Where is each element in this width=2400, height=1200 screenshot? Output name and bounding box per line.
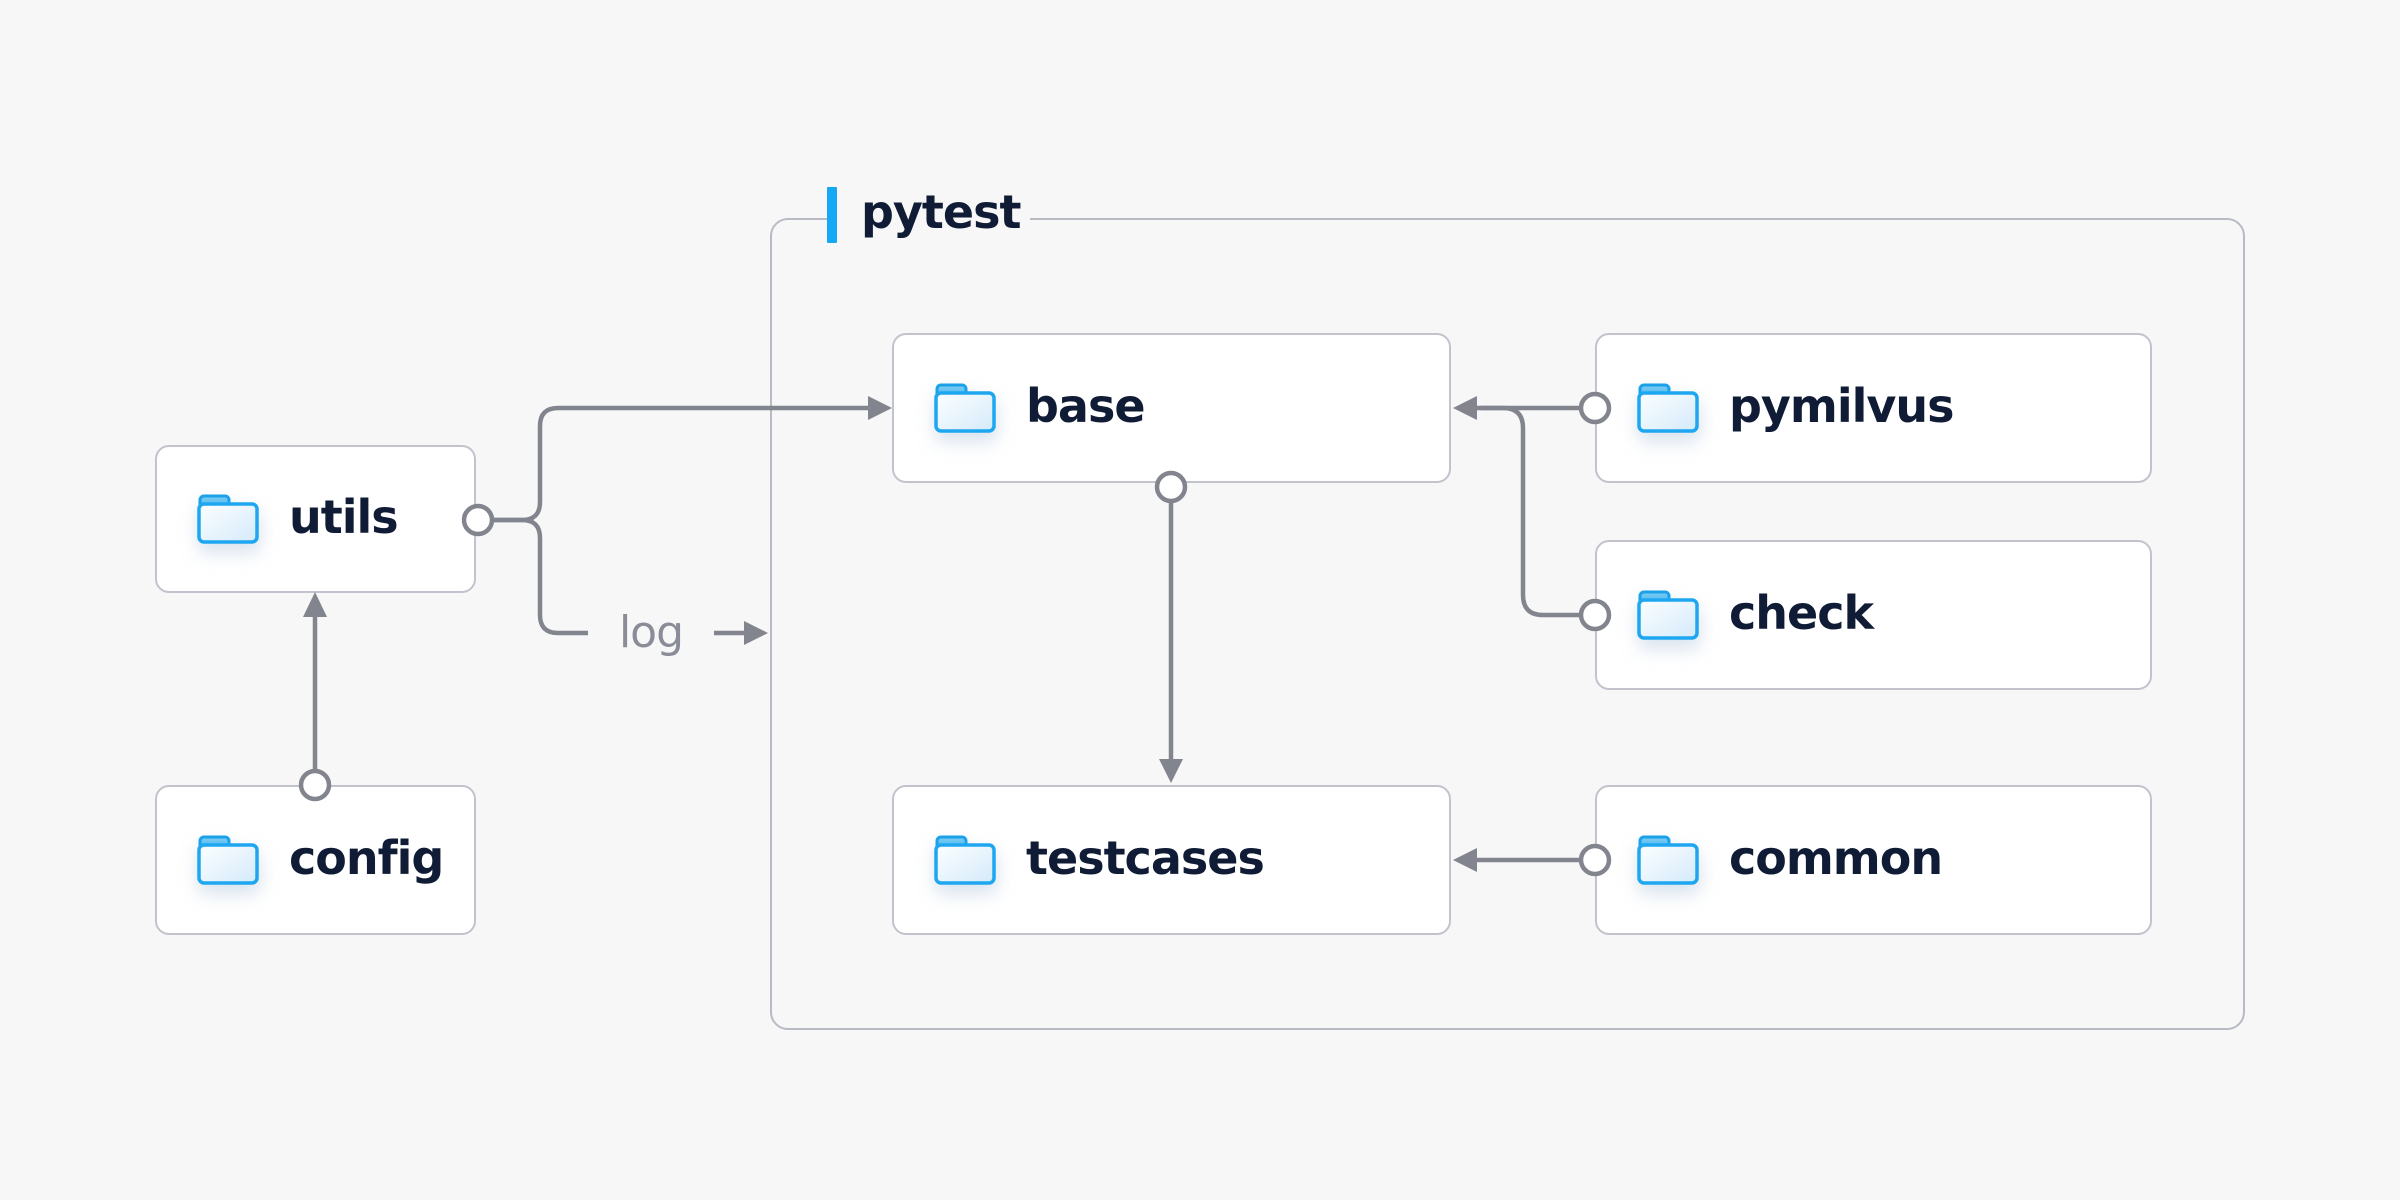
folder-icon [197, 494, 259, 544]
node-label: testcases [1026, 831, 1265, 885]
node-label: config [289, 831, 444, 885]
pytest-group-container [770, 218, 2245, 1030]
log-edge-label: log [618, 607, 684, 658]
folder-icon [934, 383, 996, 433]
node-check: check [1595, 540, 2152, 690]
blue-accent-bar [827, 187, 837, 243]
node-label: pymilvus [1729, 379, 1954, 433]
node-testcases: testcases [892, 785, 1451, 935]
node-base: base [892, 333, 1451, 483]
node-config: config [155, 785, 476, 935]
node-label: utils [289, 490, 399, 544]
node-label: base [1026, 379, 1146, 433]
node-common: common [1595, 785, 2152, 935]
folder-icon [1637, 383, 1699, 433]
pytest-group-label-text: pytest [837, 184, 1031, 246]
edge-config-to-utils [298, 592, 332, 802]
folder-icon [934, 835, 996, 885]
node-label: common [1729, 831, 1943, 885]
folder-icon [1637, 835, 1699, 885]
folder-icon [197, 835, 259, 885]
node-label: check [1729, 586, 1874, 640]
node-pymilvus: pymilvus [1595, 333, 2152, 483]
pytest-group-label: pytest [827, 184, 1031, 246]
folder-icon [1637, 590, 1699, 640]
node-utils: utils [155, 445, 476, 593]
